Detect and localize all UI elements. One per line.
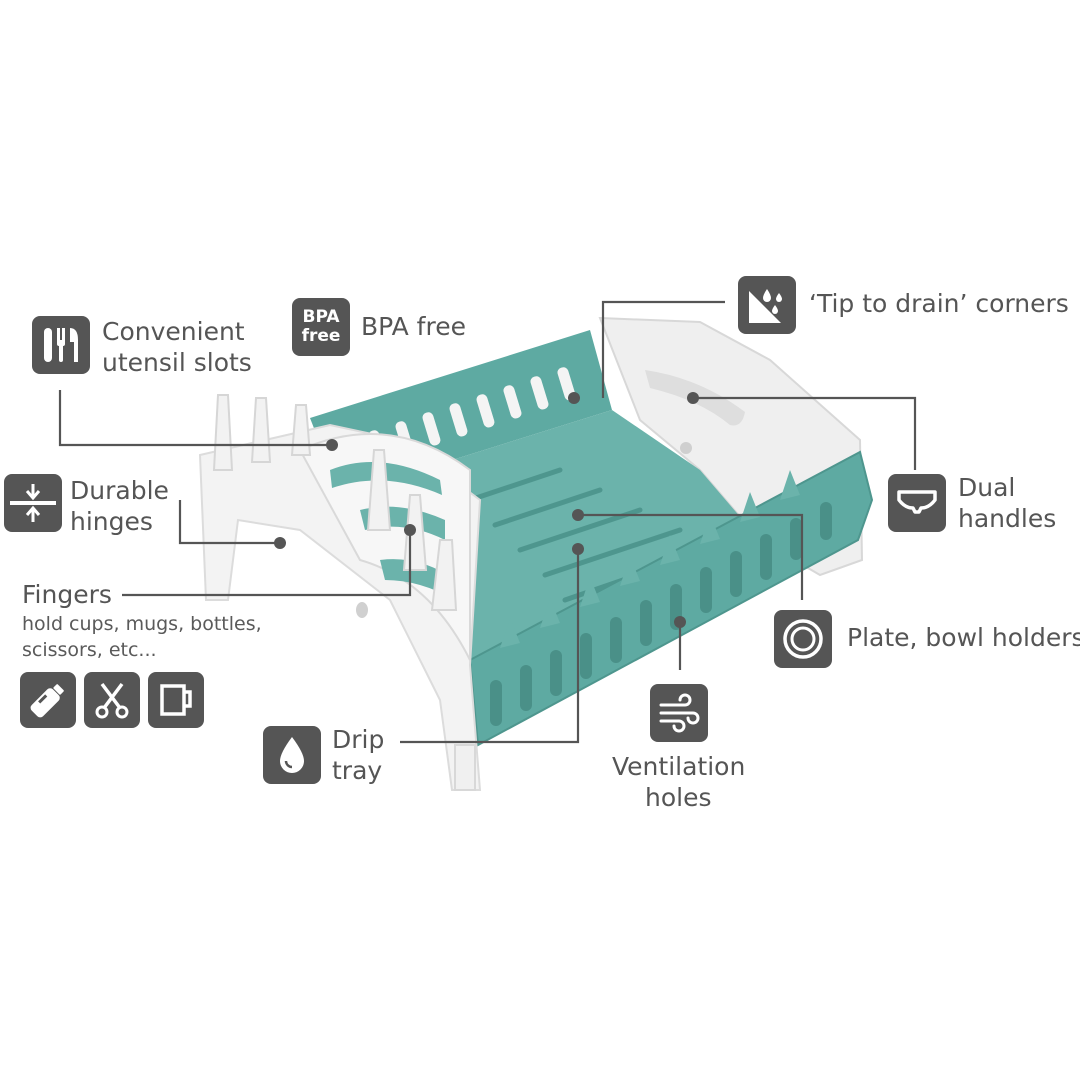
plate-icon [774, 610, 832, 668]
wind-icon [650, 684, 708, 742]
hinges-label-line1: Durable [70, 476, 169, 505]
vent-label-line1: Ventilation [612, 752, 746, 781]
cutlery-icon [32, 316, 90, 374]
handles-label-line1: Dual [958, 473, 1016, 502]
mug-icon [148, 672, 204, 728]
handles-label-line2: handles [958, 504, 1057, 533]
vent-label-line2: holes [645, 783, 712, 812]
scissors-icon [84, 672, 140, 728]
fingers-title: Fingers [22, 580, 112, 609]
bottle-icon [20, 672, 76, 728]
drip-label-line1: Drip [332, 725, 385, 754]
bpa-label: BPA free [361, 312, 466, 341]
bpa-free-icon: BPA free [292, 298, 350, 356]
plate-label: Plate, bowl holders [847, 623, 1080, 652]
drip-label-line2: tray [332, 756, 383, 785]
fingers-desc-line2: scissors, etc... [22, 639, 157, 661]
droplet-icon [263, 726, 321, 784]
fingers-desc-line1: hold cups, mugs, bottles, [22, 613, 262, 635]
utensil-label-line2: utensil slots [102, 348, 252, 377]
bpa-icon-text-1: BPA [302, 307, 340, 327]
tip-label: ‘Tip to drain’ corners [809, 289, 1069, 318]
hinges-label-line2: hinges [70, 507, 153, 536]
utensil-label-line1: Convenient [102, 317, 245, 346]
hinges-icon [4, 474, 62, 532]
handle-icon [888, 474, 946, 532]
tip-drain-icon [738, 276, 796, 334]
bpa-icon-text-2: free [301, 326, 341, 346]
